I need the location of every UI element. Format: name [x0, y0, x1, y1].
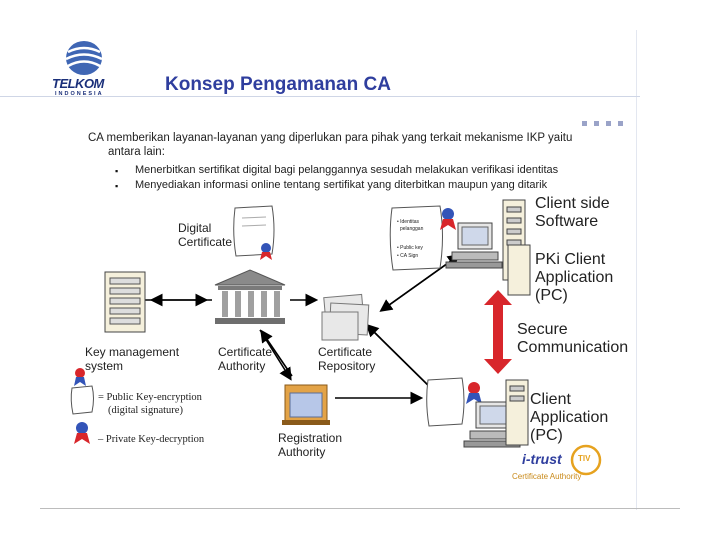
- itrust-seal-text: TIV: [578, 454, 591, 463]
- building-icon: [214, 269, 286, 324]
- bullet-marker: ▪: [115, 166, 119, 176]
- server-tower-icon: [507, 244, 531, 296]
- registration-building-icon: [282, 384, 330, 425]
- header-rule: [0, 96, 640, 97]
- bullet-1: Menerbitkan sertifikat digital bagi pela…: [135, 164, 559, 176]
- intro-text: CA memberikan layanan-layanan yang diper…: [88, 131, 633, 159]
- footer-rule: [40, 508, 680, 509]
- right-divider: [636, 30, 637, 510]
- legend-private-key-icon: [74, 422, 90, 444]
- telkom-globe-icon: [65, 41, 103, 75]
- arrow-client-to-repo: [365, 323, 439, 396]
- intro-line-1: CA memberikan layanan-layanan yang diper…: [88, 132, 573, 144]
- certificate-scroll-icon: [426, 377, 465, 427]
- bullet-2: Menyediakan informasi online tentang ser…: [135, 179, 548, 191]
- private-key-badge-icon: [260, 243, 272, 260]
- private-key-badge-icon: [440, 208, 456, 230]
- itrust-logo: i-trust: [522, 451, 562, 467]
- cert-note-4: • CA Sign: [397, 253, 419, 259]
- page-title: Konsep Pengamanan CA: [165, 74, 391, 95]
- intro-line-2: antara lain:: [108, 146, 165, 158]
- certificate-stack-icon: [321, 293, 370, 341]
- logo-subtitle: INDONESIA: [55, 91, 104, 97]
- arrow-client-sw-to-repo: [379, 257, 456, 312]
- bullet-marker: ▪: [115, 181, 119, 191]
- legend-digital-signature: (digital signature): [108, 405, 183, 416]
- flow-arrows: [145, 254, 461, 405]
- arrow-ra-to-ca: [260, 329, 293, 377]
- logo-name: TELKOM: [52, 76, 104, 91]
- cert-note-1: • Identitas: [397, 219, 420, 225]
- legend-private-key: – Private Key-decryption: [98, 434, 205, 445]
- server-tower-icon: [505, 379, 529, 446]
- legend-public-key-icon: [74, 368, 86, 386]
- cert-note-2: pelanggan: [400, 226, 424, 232]
- server-rack-icon: [104, 271, 146, 333]
- pc-computer-icon: [445, 222, 503, 269]
- certificate-scroll-icon: [389, 205, 443, 271]
- secure-double-arrow: [484, 290, 512, 374]
- decorative-dots: [582, 113, 630, 131]
- legend-public-key: = Public Key-encryption: [98, 392, 202, 403]
- itrust-seal-icon: [570, 444, 602, 476]
- itrust-tagline: Certificate Authority: [512, 472, 582, 481]
- pc-computer-icon: [463, 401, 521, 448]
- cert-note-3: • Public key: [397, 245, 423, 251]
- legend-scroll-icon: [70, 385, 94, 415]
- public-key-badge-icon: [466, 382, 482, 404]
